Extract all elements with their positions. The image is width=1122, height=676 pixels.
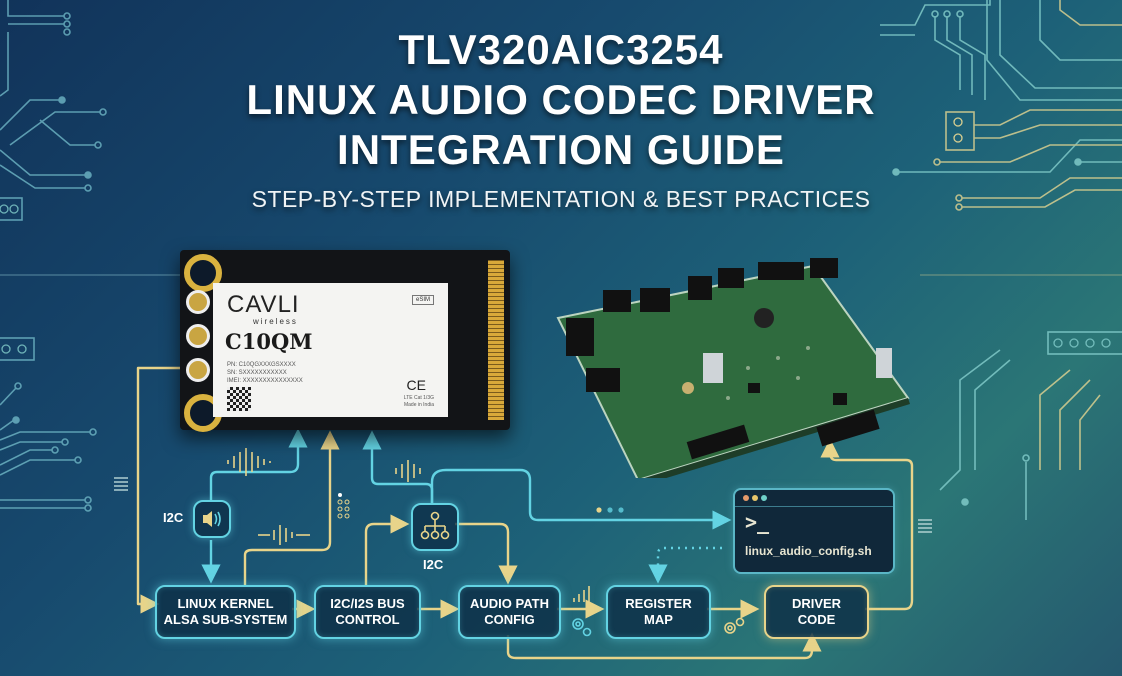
terminal-dot-yellow (752, 495, 758, 501)
ltc-text: LTE Cat 1/3G Made in India (403, 395, 434, 408)
i2c-label-right: I2C (423, 557, 444, 572)
ce-mark: CE (406, 377, 426, 393)
terminal-dot-green (761, 495, 767, 501)
i2c-label-left: I2C (163, 510, 184, 525)
waveform-icon (227, 448, 590, 602)
speaker-icon (203, 511, 221, 527)
terminal-filename: linux_audio_config.sh (745, 544, 872, 558)
cavli-c10qm-module-image: CAVLI wireless C10QM PN: C10QGXXXGSXXXX … (180, 250, 510, 432)
network-hierarchy-icon (420, 511, 450, 540)
antenna-connector (186, 358, 210, 382)
brand-logo: CAVLI (227, 291, 300, 318)
esim-badge: eSIM (411, 295, 434, 305)
title-line-3: INTEGRATION GUIDE (337, 126, 785, 173)
edge-connector (488, 260, 504, 420)
module-label: CAVLI wireless C10QM PN: C10QGXXXGSXXXX … (213, 283, 448, 417)
mount-hole (184, 254, 222, 292)
speaker-icon-box (193, 500, 231, 538)
antenna-connector (186, 324, 210, 348)
antenna-connector (186, 290, 210, 314)
title-line-1: TLV320AIC3254 (398, 26, 724, 73)
module-meta: PN: C10QGXXXGSXXXX SN: SXXXXXXXXXXX IMEI… (227, 362, 303, 384)
terminal-dot-red (743, 495, 749, 501)
gear-icon (724, 617, 745, 634)
qr-code (227, 387, 251, 411)
network-icon-box (411, 503, 459, 551)
subtitle: STEP-BY-STEP IMPLEMENTATION & BEST PRACT… (251, 186, 871, 212)
evaluation-board-image (556, 258, 910, 478)
model-name: C10QM (225, 329, 313, 354)
terminal-titlebar (735, 490, 893, 507)
terminal-window: >_ linux_audio_config.sh (733, 488, 895, 574)
terminal-icon: >_ (745, 510, 770, 534)
brand-sub: wireless (253, 317, 298, 326)
title-line-2: LINUX AUDIO CODEC DRIVER (246, 76, 876, 123)
gear-icon (572, 618, 592, 637)
